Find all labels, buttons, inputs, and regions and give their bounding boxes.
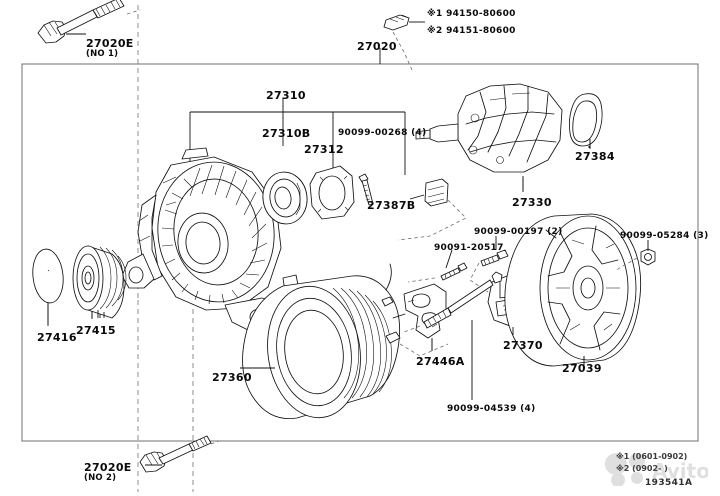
variant-mark-2: ※2 — [427, 26, 443, 36]
callout-pulley[interactable]: 27415 — [76, 324, 116, 337]
footnote-2: ※2 (0902- ) — [616, 464, 668, 473]
stator-illustration — [240, 263, 406, 420]
dashed-05284-route — [615, 257, 638, 271]
callout-stator[interactable]: 27360 — [212, 371, 252, 384]
callout-rotor[interactable]: 27330 — [512, 196, 552, 209]
callout-bolt-no2[interactable]: 27020E (NO 2) — [84, 462, 132, 482]
dashed-27387B-route — [397, 199, 467, 241]
bolt-04539-illustration — [423, 271, 503, 400]
callout-drive-end-frame[interactable]: 27310B — [262, 127, 311, 140]
dashed-04539-route — [403, 325, 421, 333]
callout-rear-cover[interactable]: 27039 — [562, 362, 602, 375]
spacer-27387B-illustration — [409, 178, 449, 207]
callout-bolt-no1[interactable]: 27020E (NO 1) — [86, 38, 134, 58]
callout-bolt-no2-text: 27020E — [84, 461, 132, 474]
callout-pulley-cap[interactable]: 27416 — [37, 331, 77, 344]
nut-05284-illustration — [640, 240, 656, 266]
callout-bolt-no2-sub: (NO 2) — [84, 472, 117, 483]
footnote-mark-1: ※1 — [616, 452, 630, 461]
screw-00268-illustration — [358, 173, 374, 206]
rear-cover-illustration — [504, 213, 642, 367]
callout-screw-00197[interactable]: 90099-00197 (2) — [474, 227, 563, 237]
bearing-illustration — [262, 171, 308, 225]
variant-screw-illustration — [383, 14, 425, 71]
screw-00197-illustration — [480, 236, 509, 267]
callout-coil-assy[interactable]: 27310 — [266, 89, 306, 102]
callout-nut-20517[interactable]: 90091-20517 — [434, 243, 504, 253]
footnote-range-2: (0902- ) — [632, 464, 668, 473]
callout-bolt-04539[interactable]: 90099-04539 (4) — [447, 404, 536, 414]
callout-terminal-bracket[interactable]: 27446A — [416, 355, 465, 368]
diagram-id-code: 193541A — [645, 478, 693, 488]
bolt-no1-illustration — [37, 0, 141, 44]
callout-grommet[interactable]: 27384 — [575, 150, 615, 163]
callout-bolt-no1-text: 27020E — [86, 37, 134, 50]
grommet-illustration — [569, 93, 603, 148]
footnote-mark-2: ※2 — [616, 464, 630, 473]
callout-bearing-retainer[interactable]: 27312 — [304, 143, 344, 156]
variant-part-2[interactable]: ※2 94151-80600 — [427, 26, 516, 36]
screw-20517-illustration — [440, 249, 468, 281]
callout-bolt-no1-sub: (NO 1) — [86, 48, 119, 59]
dashed-stator-route — [399, 343, 449, 357]
retainer-plate-illustration — [309, 165, 355, 220]
variant-number-2: 94151-80600 — [446, 26, 516, 36]
dashed-20517-route — [407, 277, 436, 283]
pulley-illustration — [72, 245, 127, 319]
callout-regulator[interactable]: 27370 — [503, 339, 543, 352]
group-bracket-27310 — [189, 98, 406, 168]
variant-part-1[interactable]: ※1 94150-80600 — [427, 9, 516, 19]
diagram-frame — [21, 63, 699, 442]
footnote-range-1: (0601-0902) — [632, 452, 688, 461]
variant-mark-1: ※1 — [427, 9, 443, 19]
callout-screw-00268[interactable]: 90099-00268 (4) — [338, 128, 427, 138]
footnote-1: ※1 (0601-0902) — [616, 452, 687, 461]
callout-alternator-assy[interactable]: 27020 — [357, 40, 397, 53]
variant-number-1: 94150-80600 — [446, 9, 516, 19]
rotor-illustration — [415, 83, 563, 192]
callout-nut-05284[interactable]: 90099-05284 (3) — [620, 231, 709, 241]
bolt-no2-illustration — [139, 435, 223, 473]
callout-spacer-27387B[interactable]: 27387B — [367, 199, 416, 212]
